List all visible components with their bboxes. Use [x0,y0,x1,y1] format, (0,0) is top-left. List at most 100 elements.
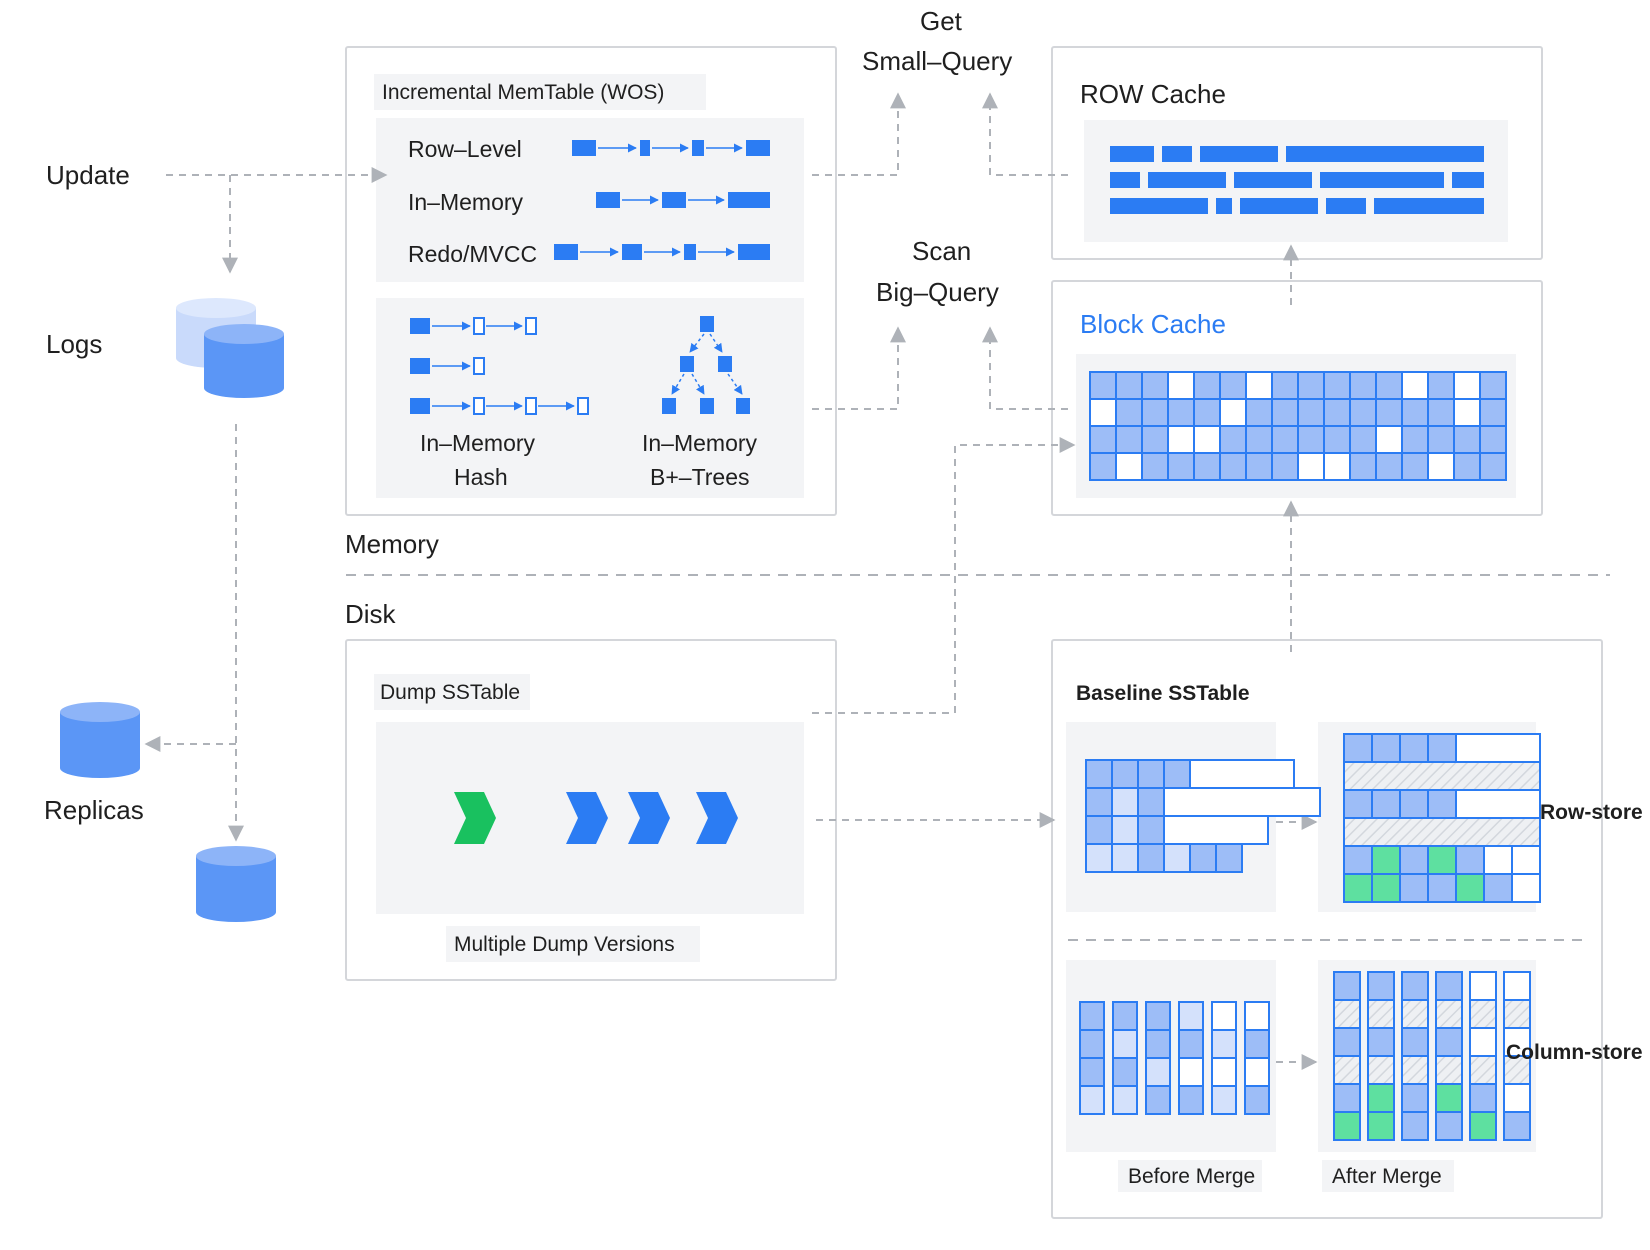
col-store-before-grid [1079,1001,1270,1115]
grid-cell [1244,1085,1270,1115]
grid-cell [1427,371,1455,400]
grid-cell [1137,815,1165,845]
grid-cell [1343,789,1373,819]
update-label: Update [46,160,130,190]
grid-cell [1111,787,1139,817]
grid-cell [1111,815,1139,845]
grid-cell [1089,452,1117,481]
grid-cell [1469,971,1497,1001]
grid-cell [1427,425,1455,454]
grid-cell [1193,425,1221,454]
grid-cell [1399,873,1429,903]
grid-cell [1427,873,1457,903]
column-store-label: Column-store [1506,1041,1643,1064]
grid-cell [1455,733,1541,763]
grid-cell [1089,425,1117,454]
grid-cell [1163,787,1321,817]
logs-db-icon [176,298,284,398]
baseline-sstable-title: Baseline SSTable [1076,682,1250,705]
grid-cell [1371,873,1401,903]
grid-cell [1137,843,1165,873]
grid-cell [1479,371,1507,400]
grid-cell [1375,425,1403,454]
grid-cell [1503,999,1531,1029]
dump-version-current [454,792,496,844]
grid-cell [1089,371,1117,400]
grid-cell [1479,452,1507,481]
grid-cell [1469,1027,1497,1057]
block-cache-grid [1089,371,1507,481]
grid-cell [1469,1055,1497,1085]
grid-cell [1219,452,1247,481]
grid-cell [1401,452,1429,481]
grid-cell [1343,733,1373,763]
grid-cell [1244,1001,1270,1031]
grid-cell [1469,999,1497,1029]
grid-cell [1137,787,1165,817]
grid-cell [1367,1083,1395,1113]
grid-cell [1427,452,1455,481]
scan-label: Scan [912,236,972,266]
dump-caption: Multiple Dump Versions [454,933,675,956]
rowcache-to-get-arrow [982,92,1068,176]
row-store-before-grid [1085,759,1321,873]
grid-cell [1333,1111,1361,1141]
memtable-title: Incremental MemTable (WOS) [382,81,665,104]
dump-sstable-title: Dump SSTable [380,681,521,704]
memtable-in-memory: In–Memory [408,189,524,215]
dump-to-blockcache-arrow [812,437,1076,714]
memtable-redo-mvcc: Redo/MVCC [408,241,538,267]
grid-cell [1145,1085,1171,1115]
grid-cell [1503,1111,1531,1141]
grid-cell [1343,761,1541,791]
grid-cell [1211,1057,1237,1087]
grid-cell [1349,452,1377,481]
block-cache-title: Block Cache [1080,309,1226,339]
before-merge-label: Before Merge [1128,1165,1256,1188]
grid-cell [1163,843,1191,873]
grid-cell [1453,452,1481,481]
memory-tier-label: Memory [345,529,439,559]
grid-cell [1483,845,1513,875]
grid-cell [1427,845,1457,875]
grid-cell [1167,398,1195,427]
grid-cell [1141,371,1169,400]
grid-cell [1079,1057,1105,1087]
memtable-to-scan-arrow [812,326,906,410]
grid-cell [1401,1083,1429,1113]
grid-cell [1193,371,1221,400]
grid-cell [1375,371,1403,400]
grid-cell [1245,398,1273,427]
grid-cell [1333,1027,1361,1057]
grid-cell [1435,971,1463,1001]
grid-cell [1271,398,1299,427]
grid-cell [1215,843,1243,873]
grid-cell [1401,1027,1429,1057]
grid-cell [1219,425,1247,454]
grid-cell [1375,398,1403,427]
grid-cell [1427,789,1457,819]
grid-cell [1115,425,1143,454]
grid-cell [1167,371,1195,400]
grid-cell [1079,1029,1105,1059]
hash-label-2: Hash [454,464,508,490]
grid-cell [1343,817,1541,847]
grid-cell [1323,371,1351,400]
grid-cell [1178,1085,1204,1115]
grid-cell [1371,733,1401,763]
grid-cell [1211,1085,1237,1115]
get-label: Get [920,6,962,36]
grid-cell [1367,1055,1395,1085]
grid-cell [1511,845,1541,875]
grid-cell [1297,398,1325,427]
grid-cell [1079,1085,1105,1115]
grid-cell [1323,425,1351,454]
grid-cell [1219,398,1247,427]
grid-cell [1435,1027,1463,1057]
grid-cell [1401,999,1429,1029]
after-merge-label: After Merge [1332,1165,1442,1188]
grid-cell [1349,398,1377,427]
replica-db-icon-1 [60,702,140,778]
grid-cell [1511,873,1541,903]
